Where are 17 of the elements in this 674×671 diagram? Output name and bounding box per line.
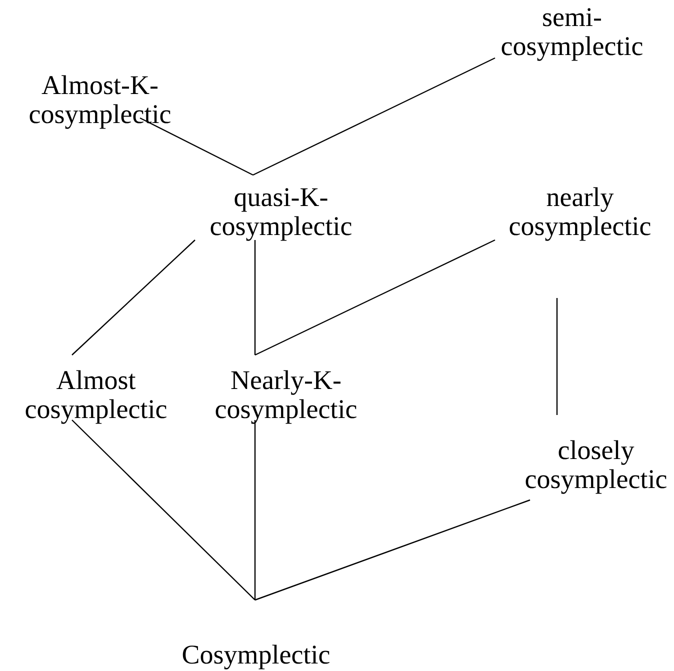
concept-label: Nearly-K-cosymplectic bbox=[193, 366, 379, 424]
connector-line bbox=[72, 240, 196, 356]
connector-line bbox=[254, 499, 530, 601]
connector-line bbox=[254, 420, 256, 600]
connector-line bbox=[254, 240, 256, 355]
connector-line bbox=[254, 239, 496, 356]
concept-label: semi-cosymplectic bbox=[477, 3, 667, 61]
concept-label: quasi-K-cosymplectic bbox=[186, 183, 376, 241]
connector-line bbox=[140, 117, 254, 176]
concept-label: Cosymplectic bbox=[161, 640, 351, 670]
concept-label: Almost-K-cosymplectic bbox=[5, 71, 195, 129]
concept-label: nearly cosymplectic bbox=[485, 183, 674, 241]
connector-line bbox=[252, 57, 496, 176]
concept-label: closely cosymplectic bbox=[501, 436, 674, 494]
connector-line bbox=[556, 298, 558, 415]
connector-line bbox=[72, 420, 256, 600]
concept-label: Almost cosymplectic bbox=[3, 366, 189, 424]
